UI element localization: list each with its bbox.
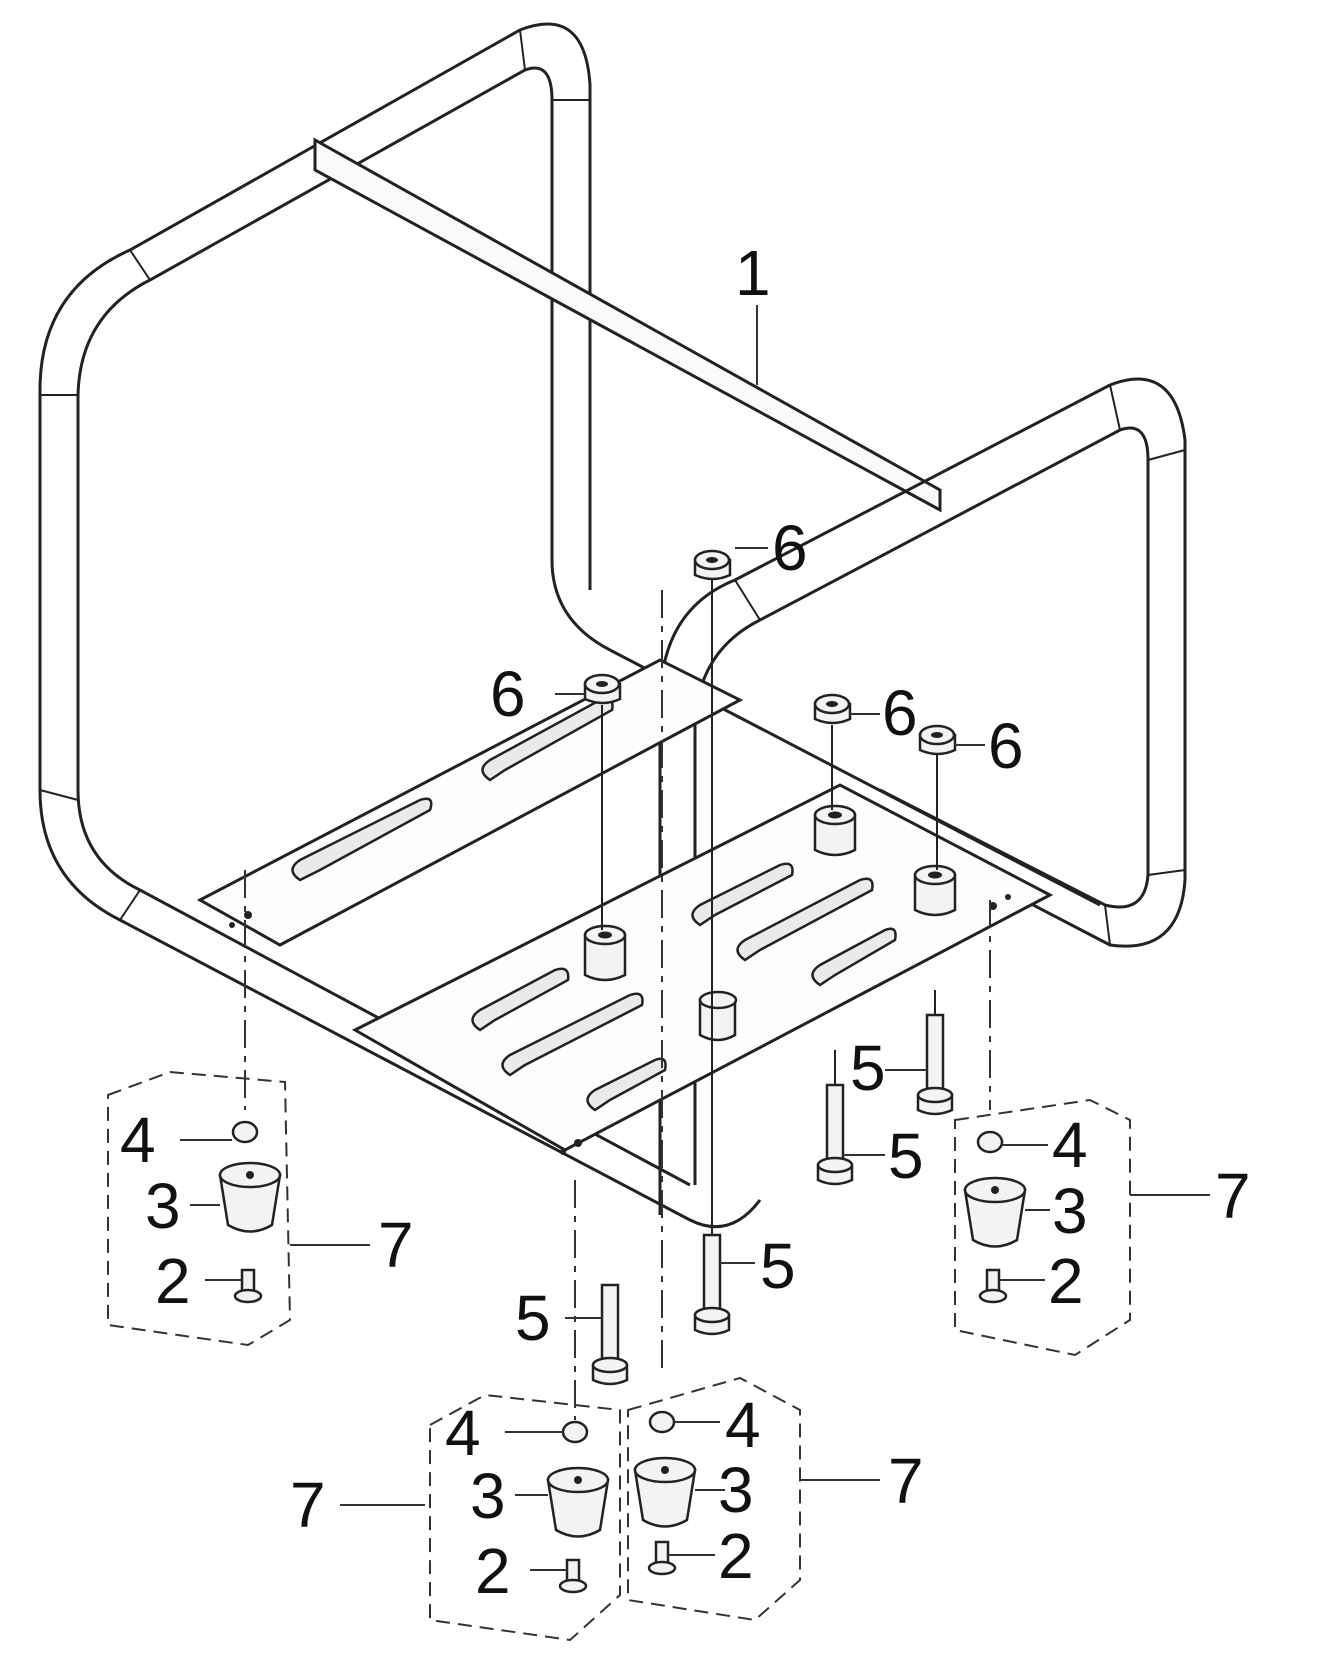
- bolt-center: [693, 1233, 731, 1336]
- callout-6-nut-top: 6: [772, 512, 808, 584]
- callout-5-bolt-left: 5: [515, 1282, 551, 1354]
- callout-3-foot-right: 3: [1052, 1175, 1088, 1247]
- callout-6-nut-right-1: 6: [882, 677, 918, 749]
- callout-7-assembly-bottom-left: 7: [290, 1469, 326, 1541]
- callout-5-bolt-right-upper: 5: [850, 1032, 886, 1104]
- callout-7-assembly-right: 7: [1215, 1160, 1251, 1232]
- callout-3-foot-bottom-left: 3: [470, 1460, 506, 1532]
- callout-3-foot-bottom-right: 3: [718, 1454, 754, 1526]
- nut-right-1: [813, 693, 852, 725]
- callout-4-washer-bottom-left: 4: [445, 1397, 481, 1469]
- assembly-axis-lines: [244, 580, 991, 1420]
- callout-5-bolt-right-lower: 5: [888, 1120, 924, 1192]
- callout-7-assembly-bottom-right: 7: [888, 1445, 924, 1517]
- callout-2-screw-left: 2: [155, 1245, 191, 1317]
- bolt-right-upper: [916, 1013, 954, 1116]
- foot-assembly-left: [107, 1070, 292, 1347]
- callout-7-assembly-left: 7: [378, 1209, 414, 1281]
- tube-frame: [38, 22, 1187, 1229]
- base-plate-right: [351, 783, 1054, 1155]
- callout-2-screw-bottom-right: 2: [718, 1520, 754, 1592]
- nut-top-center: [693, 549, 732, 581]
- callout-2-screw-bottom-left: 2: [475, 1535, 511, 1607]
- callout-6-nut-left: 6: [490, 658, 526, 730]
- leader-lines: [180, 305, 1210, 1571]
- bolt-left: [591, 1283, 629, 1386]
- foot-assembly-right: [954, 1098, 1131, 1357]
- foot-assembly-bottom-right: [627, 1376, 801, 1622]
- callout-4-washer-bottom-right: 4: [725, 1389, 761, 1461]
- nut-right-2: [918, 724, 957, 756]
- callout-5-bolt-center: 5: [760, 1230, 796, 1302]
- callout-2-screw-right: 2: [1048, 1245, 1084, 1317]
- bolts: [591, 1013, 954, 1386]
- callout-3-foot-left: 3: [145, 1170, 181, 1242]
- callout-labels: 1 6 6 6 6 5 5 5 5 4 3 2 7 4 3 2 7 4 3 2 …: [120, 237, 1251, 1607]
- foot-assembly-bottom-left: [429, 1393, 621, 1642]
- base-plate-left: [196, 658, 744, 947]
- nuts: [583, 549, 957, 756]
- callout-4-washer-left: 4: [120, 1104, 156, 1176]
- nut-left: [583, 673, 622, 705]
- bolt-right-lower: [816, 1083, 854, 1186]
- callout-6-nut-right-2: 6: [988, 710, 1024, 782]
- callout-1-frame: 1: [735, 237, 771, 309]
- spacers: [583, 804, 957, 1042]
- callout-4-washer-right: 4: [1052, 1109, 1088, 1181]
